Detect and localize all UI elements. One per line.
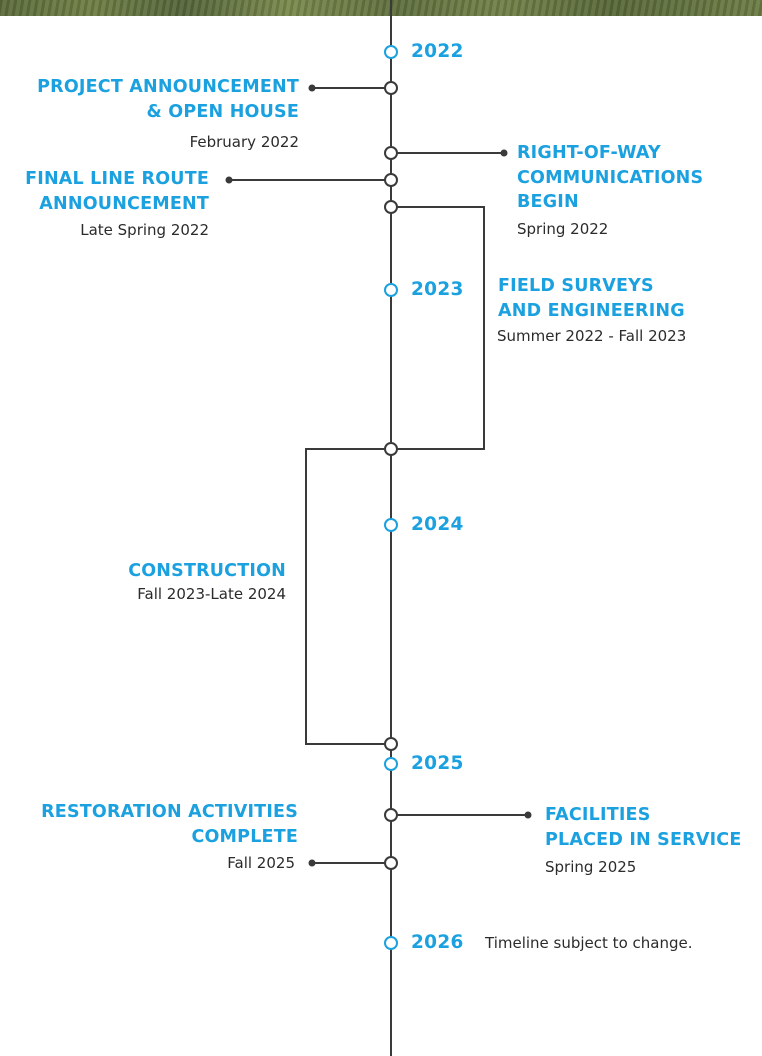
milestone-title-line: RIGHT-OF-WAY <box>517 143 661 163</box>
node-final-line-route <box>384 173 398 187</box>
milestone-facilities: FACILITIES PLACED IN SERVICE Spring 2025 <box>545 803 741 877</box>
dot-restoration <box>308 859 316 867</box>
year-label-2024: 2024 <box>411 514 464 535</box>
milestone-title-line: & OPEN HOUSE <box>146 101 299 122</box>
milestone-title-line: RESTORATION ACTIVITIES <box>41 802 298 822</box>
node-right-of-way <box>384 146 398 160</box>
milestone-right-of-way: RIGHT-OF-WAY COMMUNICATIONS BEGIN Spring… <box>517 141 703 239</box>
milestone-date-restoration: Fall 2025 <box>227 854 295 872</box>
milestone-title-line: FINAL LINE ROUTE <box>25 169 209 189</box>
milestone-title-line: ANNOUNCEMENT <box>39 193 209 214</box>
year-marker-2023 <box>384 283 398 297</box>
year-marker-2022 <box>384 45 398 59</box>
milestone-title-line: FACILITIES <box>545 805 651 825</box>
milestone-project-announcement: PROJECT ANNOUNCEMENT & OPEN HOUSE Februa… <box>37 75 299 152</box>
year-label-2022: 2022 <box>411 41 464 62</box>
milestone-title-line: COMPLETE <box>191 826 298 847</box>
milestone-date: Fall 2023-Late 2024 <box>137 584 286 603</box>
node-project-announcement <box>384 81 398 95</box>
milestone-field-surveys: FIELD SURVEYS AND ENGINEERING Summer 202… <box>497 274 686 346</box>
milestone-date: Late Spring 2022 <box>80 221 209 239</box>
milestone-title-line: FIELD SURVEYS <box>498 276 654 296</box>
milestone-construction: CONSTRUCTION Fall 2023-Late 2024 <box>128 559 286 604</box>
timeline-note: Timeline subject to change. <box>485 934 693 952</box>
milestone-title-line: PROJECT ANNOUNCEMENT <box>37 77 299 97</box>
milestone-title-line: COMMUNICATIONS <box>517 167 704 188</box>
dot-final-line-route <box>225 176 233 184</box>
milestone-title-line: AND ENGINEERING <box>498 300 685 321</box>
year-label-2023: 2023 <box>411 279 464 300</box>
node-facilities <box>384 808 398 822</box>
year-label-2026: 2026 <box>411 932 464 953</box>
year-marker-2024 <box>384 518 398 532</box>
year-marker-2026 <box>384 936 398 950</box>
node-construction-end <box>384 737 398 751</box>
node-restoration <box>384 856 398 870</box>
milestone-final-line-route: FINAL LINE ROUTE ANNOUNCEMENT Late Sprin… <box>25 167 209 240</box>
year-label-2025: 2025 <box>411 753 464 774</box>
node-construction-start <box>384 442 398 456</box>
milestone-date: Spring 2022 <box>517 219 609 238</box>
milestone-date: Spring 2025 <box>545 858 637 876</box>
milestone-title-line: CONSTRUCTION <box>128 561 286 581</box>
milestone-restoration: RESTORATION ACTIVITIES COMPLETE <box>41 800 298 849</box>
header-grass-strip <box>0 0 762 16</box>
milestone-date: Summer 2022 - Fall 2023 <box>497 327 687 345</box>
dot-right-of-way <box>500 149 508 157</box>
dot-facilities <box>524 811 532 819</box>
year-marker-2025 <box>384 757 398 771</box>
milestone-title-line: PLACED IN SERVICE <box>545 829 742 850</box>
node-field-surveys-start <box>384 200 398 214</box>
milestone-date: February 2022 <box>189 133 299 151</box>
bracket-construction <box>305 448 391 745</box>
dot-project-announcement <box>308 84 316 92</box>
milestone-title-line: BEGIN <box>517 192 579 212</box>
bracket-field-surveys <box>391 206 485 450</box>
